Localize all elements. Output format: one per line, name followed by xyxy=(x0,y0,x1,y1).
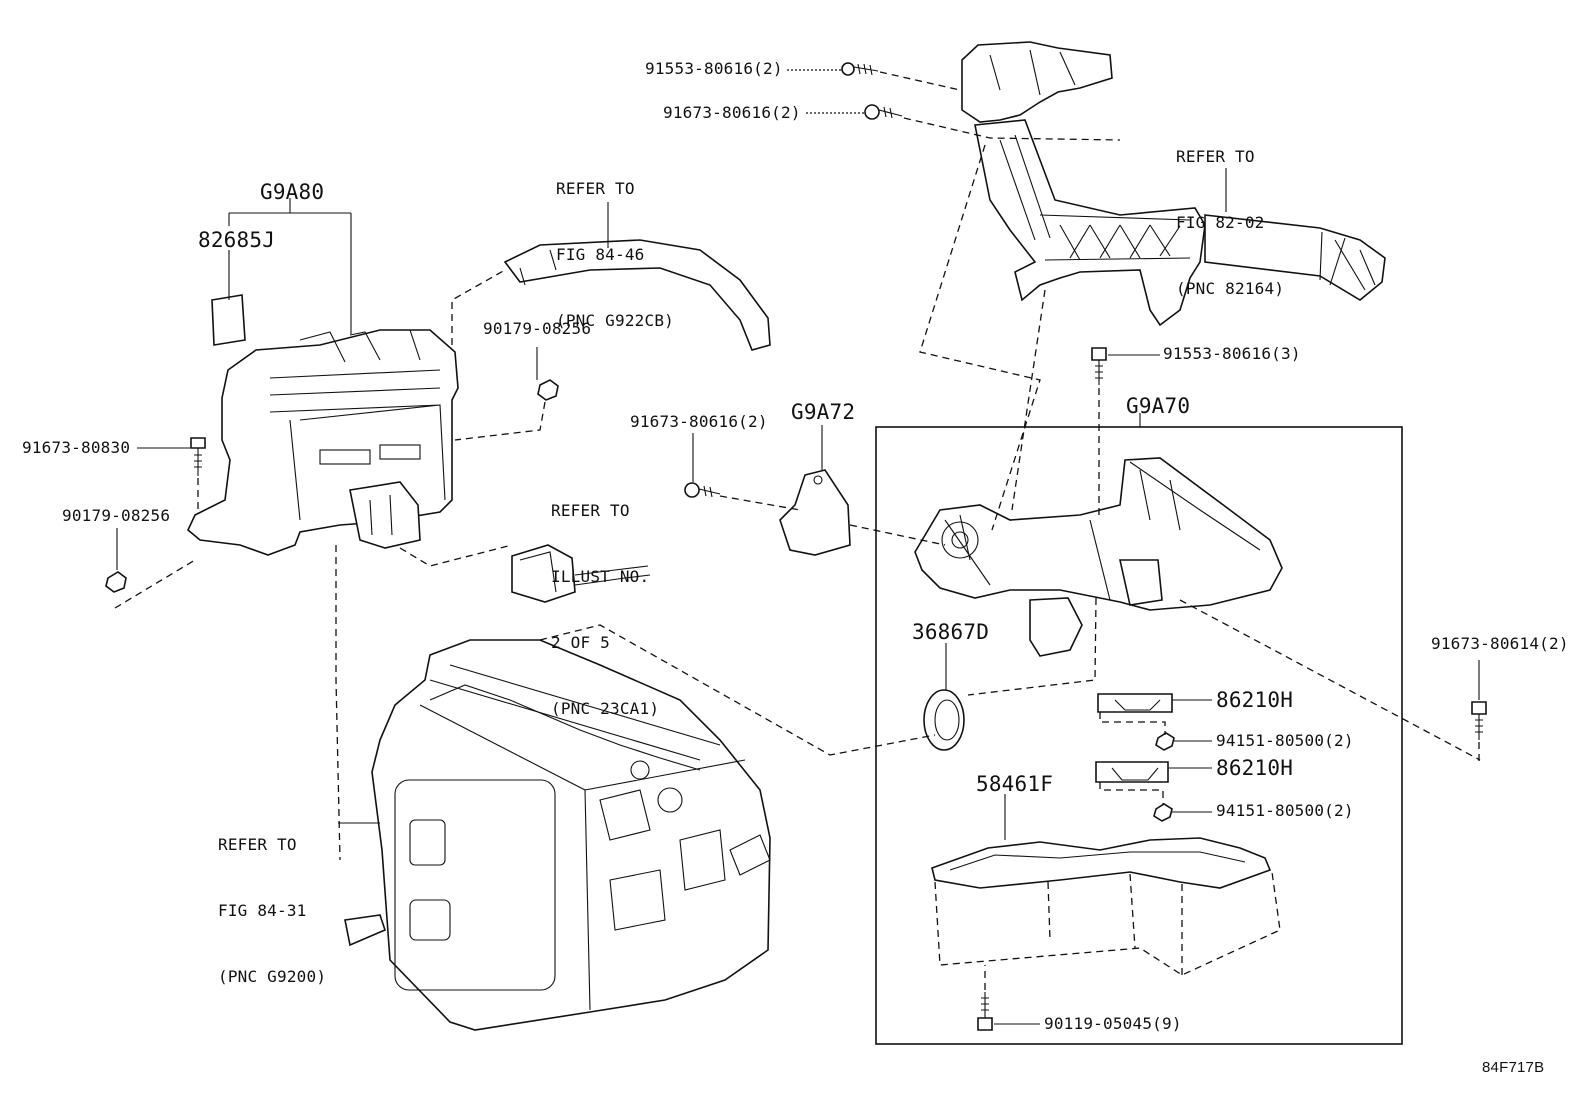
transaxle-case xyxy=(344,639,771,1031)
ref-fig-82-02: REFER TO FIG 82-02 (PNC 82164) xyxy=(1176,102,1284,322)
58461f-tray xyxy=(931,837,1281,976)
ref-line: FIG 84-46 xyxy=(556,245,645,264)
bolt-91673-80616-mid xyxy=(684,482,721,498)
label-g9a70: G9A70 xyxy=(1126,394,1191,418)
ref-line: REFER TO xyxy=(556,179,635,198)
label-91673-80614-2: 91673-80614(2) xyxy=(1431,634,1569,653)
ref-line: FIG 82-02 xyxy=(1176,213,1265,232)
label-94151-80500-2-upper: 94151-80500(2) xyxy=(1216,731,1354,750)
label-91673-80616-2-top: 91673-80616(2) xyxy=(663,103,801,122)
ref-line: (PNC 82164) xyxy=(1176,279,1285,298)
ref-line: REFER TO xyxy=(218,835,297,854)
nut-94151-80500-lower xyxy=(1153,803,1173,822)
diagram-id: 84F717B xyxy=(1482,1059,1545,1076)
ref-fig-84-31: REFER TO FIG 84-31 (PNC G9200) xyxy=(218,790,326,1010)
bolt-91673-80616-top xyxy=(864,104,903,120)
label-86210h-upper: 86210H xyxy=(1216,688,1294,712)
coolant-hose xyxy=(503,239,771,351)
nut-94151-80500-upper xyxy=(1155,732,1175,751)
bolt-91553-80616-top xyxy=(841,62,879,76)
ref-line: 2 OF 5 xyxy=(551,633,610,652)
label-90179-08256-right: 90179-08256 xyxy=(483,319,592,338)
label-90119-05045-9: 90119-05045(9) xyxy=(1044,1014,1182,1033)
86210h-clip-upper xyxy=(1097,693,1173,713)
label-91553-80616-3: 91553-80616(3) xyxy=(1163,344,1301,363)
ref-line: REFER TO xyxy=(1176,147,1255,166)
g9a72-sensor xyxy=(779,469,851,556)
label-36867d: 36867D xyxy=(912,620,990,644)
g9a70-cover xyxy=(914,457,1283,657)
g9a70-group-box xyxy=(875,426,1403,1045)
86210h-clip-lower xyxy=(1095,761,1169,783)
label-90179-08256-left: 90179-08256 xyxy=(62,506,171,525)
bolt-91553-80616-3 xyxy=(1091,347,1107,385)
label-g9a80: G9A80 xyxy=(260,180,325,204)
label-86210h-lower: 86210H xyxy=(1216,756,1294,780)
bolt-91673-80830 xyxy=(190,437,206,476)
bolt-91673-80614 xyxy=(1471,701,1487,740)
ref-line: REFER TO xyxy=(551,501,630,520)
ref-line: (PNC G922CB) xyxy=(556,311,674,330)
label-91673-80830: 91673-80830 xyxy=(22,438,131,457)
g9a80-inverter-module xyxy=(187,294,459,556)
nut-90179-08256-left xyxy=(105,571,127,593)
ref-line: (PNC G9200) xyxy=(218,967,327,986)
label-91553-80616-2: 91553-80616(2) xyxy=(645,59,783,78)
leader-lines xyxy=(116,69,1480,1025)
label-g9a72: G9A72 xyxy=(791,400,856,424)
ref-line: ILLUST NO. xyxy=(551,567,650,586)
label-82685j: 82685J xyxy=(198,228,276,252)
ref-illust-2-of-5: REFER TO ILLUST NO. 2 OF 5 (PNC 23CA1) xyxy=(551,456,659,742)
ref-fig-84-46: REFER TO FIG 84-46 (PNC G922CB) xyxy=(556,134,674,354)
label-94151-80500-2-lower: 94151-80500(2) xyxy=(1216,801,1354,820)
ref-line: FIG 84-31 xyxy=(218,901,307,920)
ref-line: (PNC 23CA1) xyxy=(551,699,660,718)
label-91673-80616-2-mid: 91673-80616(2) xyxy=(630,412,768,431)
nut-90179-08256-right xyxy=(537,379,559,401)
assembly-dash-lines xyxy=(114,71,1481,990)
harness-connector xyxy=(511,544,651,603)
label-58461f: 58461F xyxy=(976,772,1054,796)
bracket-assembly xyxy=(961,41,1386,327)
bolt-90119-05045 xyxy=(977,992,993,1031)
36867d-grommet xyxy=(923,689,965,751)
